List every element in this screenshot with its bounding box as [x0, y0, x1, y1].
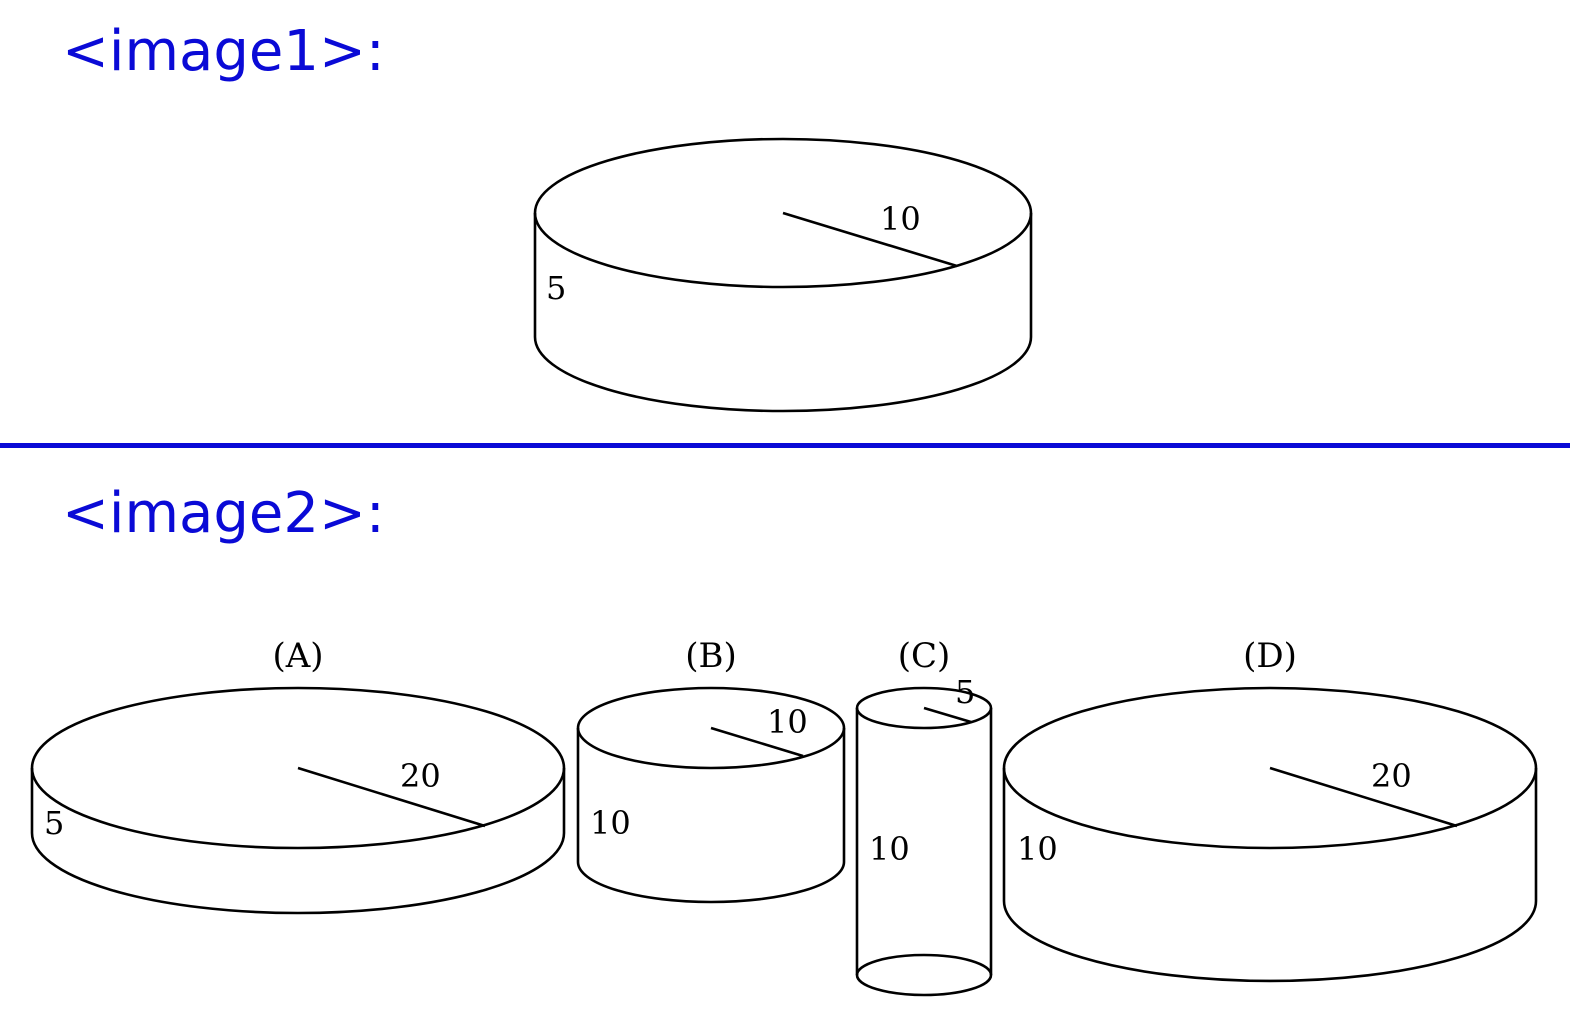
height-label: 10	[1017, 830, 1058, 868]
section-divider	[0, 443, 1570, 448]
cylinder-bottom-arc	[533, 336, 1033, 413]
option-a-caption: (A)	[272, 636, 323, 676]
height-label: 5	[546, 269, 566, 307]
radius-line	[923, 706, 972, 724]
radius-line	[297, 766, 486, 828]
radius-label: 5	[955, 673, 975, 711]
height-label: 10	[590, 804, 631, 842]
radius-line	[1269, 766, 1458, 828]
option-a-cylinder: (A) 20 5	[30, 636, 566, 915]
image2-heading: <image2>:	[62, 481, 385, 546]
option-c-cylinder: (C) 5 10	[855, 636, 993, 997]
option-b-caption: (B)	[685, 636, 737, 676]
reference-cylinder: 10 5	[533, 137, 1033, 413]
cylinder-bottom-arc	[1002, 900, 1538, 983]
option-c-caption: (C)	[898, 636, 951, 676]
option-b-cylinder: (B) 10 10	[576, 636, 846, 904]
height-label: 5	[44, 804, 64, 842]
radius-label: 20	[400, 757, 441, 795]
radius-label: 10	[880, 200, 921, 238]
cylinder-bottom-arc	[30, 832, 566, 915]
radius-label: 10	[767, 703, 808, 741]
radius-label: 20	[1371, 757, 1412, 795]
radius-line	[710, 726, 804, 758]
radius-line	[782, 211, 958, 268]
height-label: 10	[869, 830, 910, 868]
cylinder-bottom-ellipse	[855, 953, 993, 997]
cylinder-bottom-arc	[576, 861, 846, 904]
option-d-caption: (D)	[1243, 636, 1297, 676]
option-d-cylinder: (D) 20 10	[1002, 636, 1538, 983]
image1-heading: <image1>:	[62, 19, 385, 84]
